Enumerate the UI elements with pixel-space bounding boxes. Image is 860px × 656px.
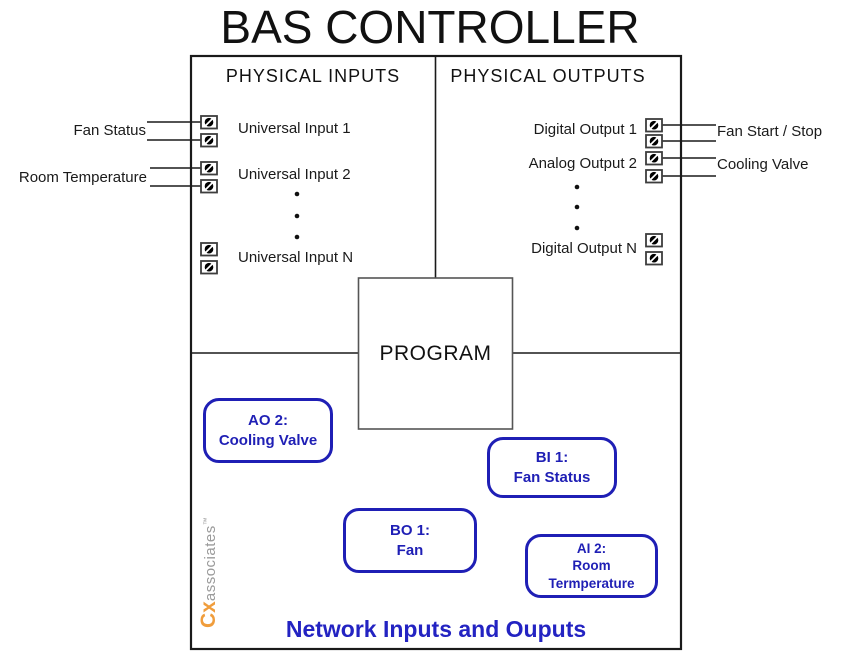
physical-outputs-header: PHYSICAL OUTPUTS	[450, 66, 646, 86]
cx-associates-logo: Cxassociates™	[197, 517, 221, 628]
physical-inputs-header: PHYSICAL INPUTS	[225, 66, 401, 86]
network-point-line: Fan	[396, 541, 424, 559]
terminal-icon	[200, 179, 218, 194]
network-point-line: AI 2:	[576, 541, 607, 557]
ellipsis-dot	[574, 204, 580, 210]
network-point-line: Termperature	[548, 575, 635, 591]
ellipsis-dot	[294, 191, 300, 197]
diagram-title: BAS CONTROLLER	[220, 1, 640, 53]
terminal-icon	[200, 260, 218, 275]
network-caption: Network Inputs and Ouputs	[285, 616, 587, 642]
terminal-icon	[200, 161, 218, 176]
ellipsis-dot	[574, 225, 580, 231]
network-point-line: Room	[572, 558, 611, 574]
field-label-cooling-valve: Cooling Valve	[717, 156, 809, 173]
network-point-line: AO 2:	[247, 411, 288, 429]
ellipsis-dot	[294, 213, 300, 219]
network-point-ao2: AO 2: Cooling Valve	[203, 398, 333, 463]
terminal-icon	[200, 133, 218, 148]
terminal-icon	[645, 251, 663, 266]
terminal-icon	[645, 118, 663, 133]
network-point-line: BO 1:	[389, 521, 430, 539]
program-label: PROGRAM	[379, 341, 492, 365]
terminal-icon	[645, 134, 663, 149]
terminal-icon	[645, 233, 663, 248]
controller-outline	[189, 54, 683, 651]
field-label-fan-status: Fan Status	[73, 122, 146, 139]
logo-brand: Cx	[197, 601, 220, 628]
logo-trademark-icon: ™	[202, 516, 211, 526]
network-point-line: Cooling Valve	[218, 431, 318, 449]
terminal-icon	[200, 242, 218, 257]
network-point-line: Fan Status	[513, 468, 591, 486]
field-label-room-temperature: Room Temperature	[18, 169, 147, 186]
field-label-fan-start-stop: Fan Start / Stop	[717, 123, 823, 140]
logo-suffix: associates	[202, 525, 219, 602]
channel-digital-output-1: Digital Output 1	[533, 121, 637, 138]
terminal-icon	[645, 169, 663, 184]
terminal-icon	[200, 115, 218, 130]
ellipsis-dot	[574, 184, 580, 190]
terminal-icon	[645, 151, 663, 166]
program-box	[357, 277, 514, 430]
channel-universal-input-2: Universal Input 2	[238, 166, 351, 183]
channel-digital-output-n: Digital Output N	[531, 240, 637, 257]
network-point-bi1: BI 1: Fan Status	[487, 437, 617, 498]
network-point-ai2: AI 2: Room Termperature	[525, 534, 658, 598]
network-point-bo1: BO 1: Fan	[343, 508, 477, 573]
ellipsis-dot	[294, 234, 300, 240]
channel-analog-output-2: Analog Output 2	[528, 155, 637, 172]
channel-universal-input-1: Universal Input 1	[238, 120, 351, 137]
network-point-line: BI 1:	[535, 448, 569, 466]
channel-universal-input-n: Universal Input N	[238, 249, 354, 266]
